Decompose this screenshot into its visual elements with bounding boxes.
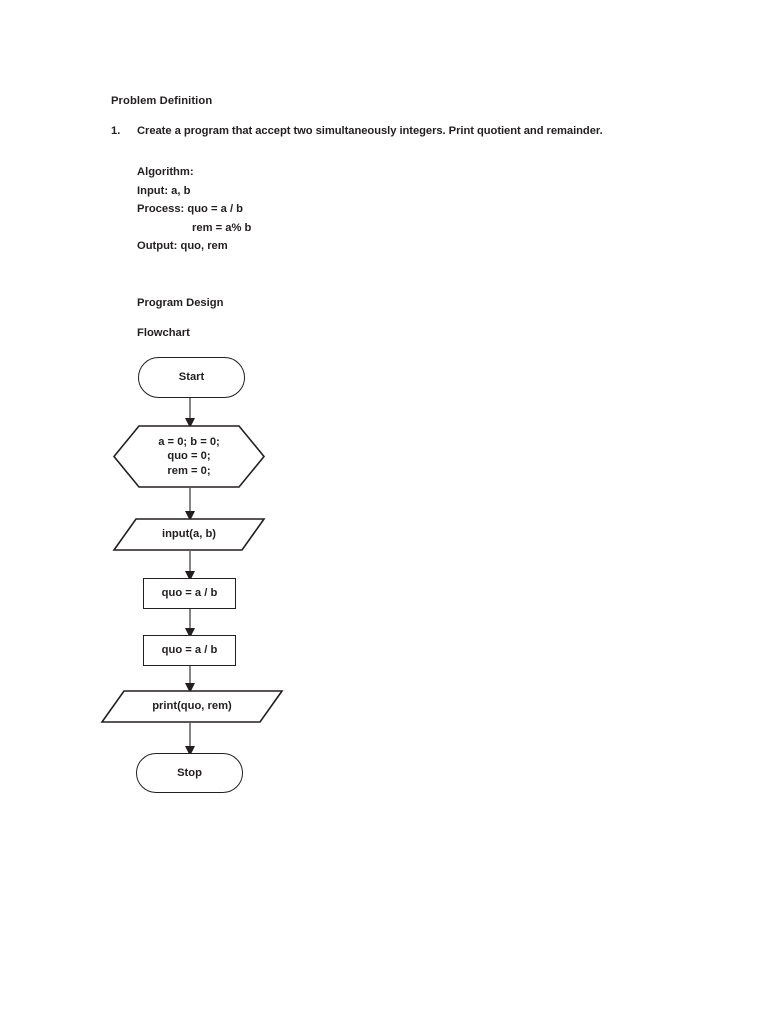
flow-node-input[interactable]: input(a, b)	[112, 518, 266, 551]
list-item-text: Create a program that accept two simulta…	[137, 125, 603, 137]
algorithm-process-line: Process: quo = a / b	[137, 203, 244, 215]
algorithm-block: Algorithm: Input: a, b Process: quo = a …	[137, 163, 711, 256]
flow-node-start-label: Start	[178, 371, 205, 384]
algorithm-process-line-2: rem = a% b	[192, 221, 252, 234]
program-design-title: Program Design	[137, 296, 224, 309]
flow-node-init[interactable]: a = 0; b = 0; quo = 0; rem = 0;	[112, 425, 266, 488]
parallelogram-shape-output	[100, 690, 284, 723]
algorithm-input-line: Input: a, b	[137, 184, 191, 197]
program-design-block: Program Design Flowchart	[137, 296, 711, 341]
flow-node-stop-label: Stop	[177, 766, 202, 779]
numbered-list-item: 1. Create a program that accept two simu…	[111, 124, 711, 139]
flow-node-init-label: a = 0; b = 0; quo = 0; rem = 0;	[158, 435, 220, 477]
section-title: Problem Definition	[111, 95, 213, 107]
flow-node-process-2-label: quo = a / b	[161, 644, 218, 657]
flow-node-output-label: print(quo, rem)	[152, 700, 232, 713]
document-text-block: Problem Definition 1. Create a program t…	[111, 94, 711, 341]
parallelogram-shape-input	[112, 518, 266, 551]
flow-node-start[interactable]: Start	[138, 357, 245, 398]
flow-node-input-label: input(a, b)	[161, 528, 217, 541]
flow-node-process-1[interactable]: quo = a / b	[143, 578, 236, 609]
flow-node-output[interactable]: print(quo, rem)	[100, 690, 284, 723]
hexagon-shape	[112, 425, 266, 488]
list-item-number: 1.	[111, 125, 121, 137]
flow-node-process-1-label: quo = a / b	[161, 587, 218, 600]
algorithm-title: Algorithm:	[137, 166, 194, 178]
flow-node-stop[interactable]: Stop	[136, 753, 243, 793]
flow-node-process-2[interactable]: quo = a / b	[143, 635, 236, 666]
algorithm-output-line: Output: quo, rem	[137, 240, 228, 252]
flowchart-label: Flowchart	[137, 326, 190, 339]
